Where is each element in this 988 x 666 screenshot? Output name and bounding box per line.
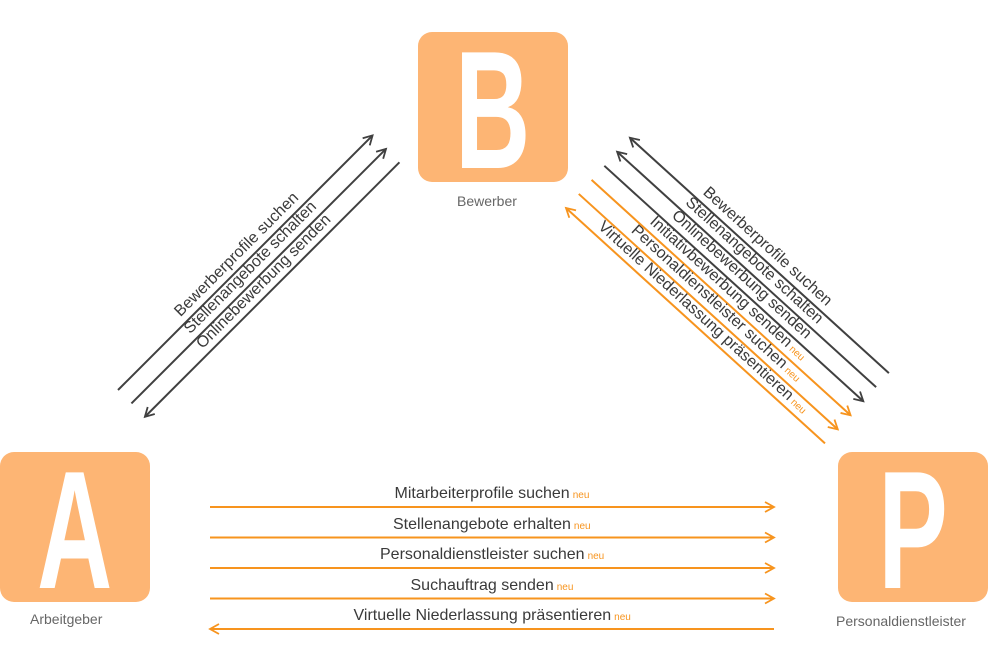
right-flow-arrow: [628, 136, 890, 374]
node-bewerber: B: [418, 26, 568, 194]
new-badge: neu: [587, 551, 605, 562]
new-badge: neu: [614, 612, 631, 623]
node-personaldienstleister-letter: P: [878, 436, 948, 624]
node-bewerber-label: Bewerber: [457, 193, 517, 209]
node-personaldienstleister: P: [838, 446, 988, 614]
new-badge: neu: [556, 581, 574, 593]
bottom-flow-label-text: Virtuelle Niederlassung präsentieren: [353, 607, 612, 624]
right-flow-arrow: [603, 165, 865, 403]
new-badge: neu: [573, 520, 591, 532]
node-arbeitgeber-label: Arbeitgeber: [30, 611, 103, 627]
node-bewerber-letter: B: [455, 16, 531, 204]
left-flow-arrow: [130, 147, 388, 405]
new-badge: neu: [572, 490, 590, 501]
node-personaldienstleister-label: Personaldienstleister: [836, 613, 966, 629]
node-arbeitgeber-letter: A: [37, 436, 113, 624]
left-flow-arrow: [117, 134, 374, 391]
bottom-flow-label-text: Stellenangebote erhalten: [393, 515, 571, 533]
right-flow-arrow: [578, 193, 840, 431]
bottom-flow-label-text: Mitarbeiterprofile suchen: [394, 485, 570, 502]
right-flow-arrow: [615, 150, 877, 388]
left-flow-arrow: [143, 161, 401, 419]
bottom-flow-label-text: Personaldienstleister suchen: [380, 546, 585, 563]
right-flow-arrow: [590, 179, 852, 417]
bottom-flow-label-text: Suchauftrag senden: [410, 576, 554, 594]
right-flow-arrow: [564, 206, 826, 445]
node-arbeitgeber: A: [0, 446, 150, 614]
